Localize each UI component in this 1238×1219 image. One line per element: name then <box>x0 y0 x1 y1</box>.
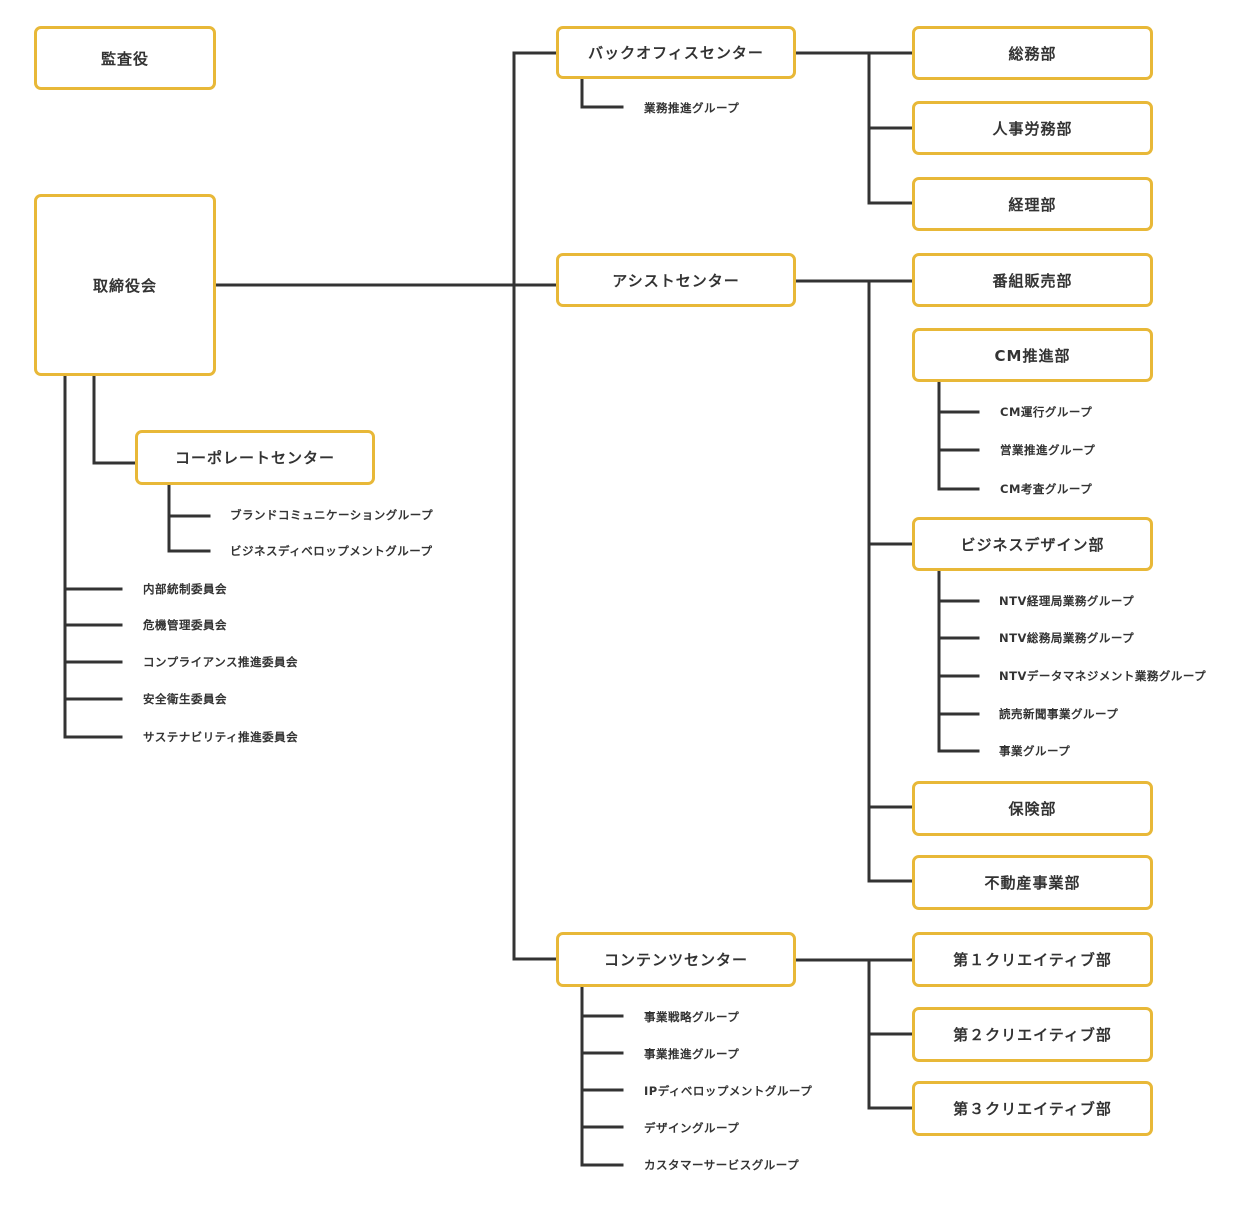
corporate-center-box: コーポレートセンター <box>135 430 375 485</box>
contents-group-label: 事業戦略グループ <box>644 1010 740 1024</box>
committee-label: コンプライアンス推進委員会 <box>143 655 298 669</box>
committee-label: 内部統制委員会 <box>143 582 227 596</box>
auditor-box: 監査役 <box>34 26 216 90</box>
cm-promotion-dept-box: CM推進部 <box>912 328 1153 382</box>
creative-dept-1-box: 第１クリエイティブ部 <box>912 932 1153 987</box>
cm-group-label: CM考査グループ <box>1000 482 1093 496</box>
insurance-dept-box: 保険部 <box>912 781 1153 836</box>
committee-label: 危機管理委員会 <box>143 618 227 632</box>
committee-label: サステナビリティ推進委員会 <box>143 730 299 744</box>
creative-dept-3-box: 第３クリエイティブ部 <box>912 1081 1153 1136</box>
bizdesign-group-label: 事業グループ <box>999 744 1071 758</box>
bizdesign-group-label: NTV総務局業務グループ <box>999 631 1135 645</box>
accounting-dept-box: 経理部 <box>912 177 1153 231</box>
board-of-directors-box: 取締役会 <box>34 194 216 376</box>
committee-label: 安全衛生委員会 <box>143 692 227 706</box>
contents-center-box: コンテンツセンター <box>556 932 796 987</box>
creative-dept-2-box: 第２クリエイティブ部 <box>912 1007 1153 1062</box>
backoffice-center-box: バックオフィスセンター <box>556 26 796 79</box>
contents-group-label: 事業推進グループ <box>644 1047 740 1061</box>
cm-group-label: CM運行グループ <box>1000 405 1093 419</box>
bizdesign-group-label: NTVデータマネジメント業務グループ <box>999 669 1207 683</box>
connector-directors-corporate <box>92 374 137 465</box>
corporate-group-label: ビジネスディベロップメントグループ <box>230 544 433 558</box>
connector-backoffice-group <box>580 77 624 109</box>
contents-group-label: IPディベロップメントグループ <box>644 1084 813 1098</box>
contents-group-label: カスタマーサービスグループ <box>644 1158 800 1172</box>
cm-group-label: 営業推進グループ <box>1000 443 1096 457</box>
real-estate-dept-box: 不動産事業部 <box>912 855 1153 910</box>
assist-center-box: アシストセンター <box>556 253 796 307</box>
contents-group-label: デザイングループ <box>644 1121 740 1135</box>
corporate-group-label: ブランドコミュニケーショングループ <box>230 508 434 522</box>
bizdesign-group-label: NTV経理局業務グループ <box>999 594 1135 608</box>
backoffice-group-label: 業務推進グループ <box>644 101 740 115</box>
hr-dept-box: 人事労務部 <box>912 101 1153 155</box>
bizdesign-group-label: 読売新聞事業グループ <box>999 707 1119 721</box>
general-affairs-dept-box: 総務部 <box>912 26 1153 80</box>
program-sales-dept-box: 番組販売部 <box>912 253 1153 307</box>
business-design-dept-box: ビジネスデザイン部 <box>912 517 1153 571</box>
